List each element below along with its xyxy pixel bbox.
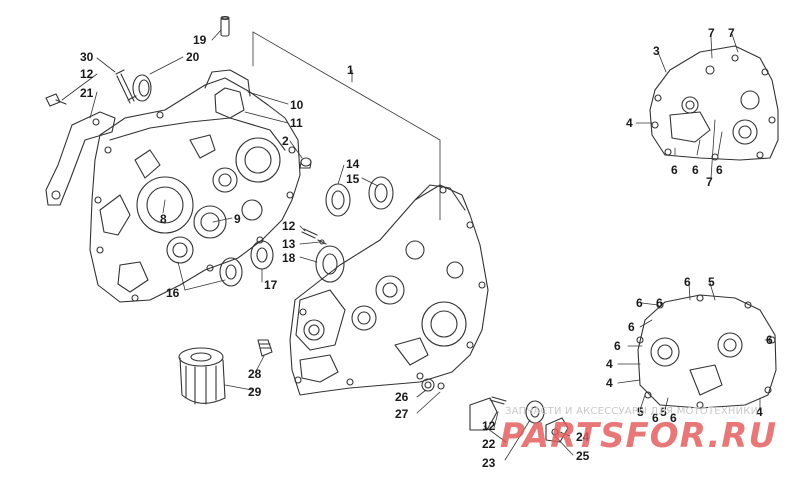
callout-4: 4 bbox=[606, 357, 613, 371]
callout-4: 4 bbox=[626, 116, 633, 130]
callout-19: 19 bbox=[193, 33, 207, 47]
plate-24 bbox=[545, 417, 569, 443]
callout-25: 25 bbox=[576, 449, 590, 463]
callout-17: 17 bbox=[264, 278, 278, 292]
callout-28: 28 bbox=[248, 367, 262, 381]
callout-6: 6 bbox=[766, 333, 773, 347]
callout-24: 24 bbox=[576, 430, 590, 444]
callout-2: 2 bbox=[282, 134, 289, 148]
callout-8: 8 bbox=[160, 212, 167, 226]
callout-18: 18 bbox=[282, 251, 296, 265]
bearing-14-15 bbox=[325, 176, 394, 217]
inset-bottom-right-case bbox=[636, 294, 777, 409]
callout-22: 22 bbox=[482, 437, 496, 451]
callout-12: 12 bbox=[282, 219, 296, 233]
callout-5: 5 bbox=[708, 275, 715, 289]
callout-1: 1 bbox=[347, 63, 354, 77]
seal-23 bbox=[525, 400, 545, 424]
callout-6: 6 bbox=[670, 411, 677, 425]
callout-16: 16 bbox=[166, 286, 180, 300]
callout-6: 6 bbox=[614, 339, 621, 353]
callout-20: 20 bbox=[186, 50, 200, 64]
leader-lines bbox=[61, 29, 771, 461]
callout-3: 3 bbox=[653, 44, 660, 58]
plug-2 bbox=[299, 157, 312, 169]
callout-26: 26 bbox=[395, 390, 409, 404]
inset-top-right-case bbox=[649, 45, 779, 161]
callout-7: 7 bbox=[708, 26, 715, 40]
watermark-logo: PARTSFOR.RU bbox=[500, 416, 778, 456]
callout-6: 6 bbox=[684, 275, 691, 289]
callout-12: 12 bbox=[80, 67, 94, 81]
dowel-pin-19 bbox=[220, 15, 230, 37]
watermark-tagline: ЗАПЧАСТИ И АКСЕССУАРЫ ДЛЯ МОТОТЕХНИКИ bbox=[505, 406, 759, 417]
callout-6: 6 bbox=[628, 320, 635, 334]
nipple-28 bbox=[257, 339, 273, 357]
bolt-12-13 bbox=[301, 228, 327, 245]
callout-6: 6 bbox=[636, 296, 643, 310]
callout-10: 10 bbox=[290, 98, 304, 112]
mount-bracket bbox=[45, 111, 116, 206]
left-crankcase-half bbox=[89, 69, 301, 303]
callout-12: 12 bbox=[482, 419, 496, 433]
callout-29: 29 bbox=[248, 385, 262, 399]
bolt-12-right bbox=[489, 396, 507, 405]
callout-13: 13 bbox=[282, 237, 296, 251]
callout-6: 6 bbox=[716, 163, 723, 177]
callout-5: 5 bbox=[660, 405, 667, 419]
cover-22 bbox=[469, 397, 498, 431]
callout-5: 5 bbox=[637, 405, 644, 419]
callout-6: 6 bbox=[671, 163, 678, 177]
right-crankcase-half bbox=[289, 184, 489, 396]
oil-filter-29 bbox=[178, 347, 226, 405]
callout-6: 6 bbox=[652, 411, 659, 425]
bearing-16 bbox=[219, 257, 243, 287]
oil-seal-20 bbox=[132, 74, 152, 102]
callout-27: 27 bbox=[395, 407, 409, 421]
callout-6: 6 bbox=[692, 163, 699, 177]
callout-4: 4 bbox=[606, 376, 613, 390]
stud-bolt-30 bbox=[115, 69, 137, 104]
callout-6: 6 bbox=[656, 296, 663, 310]
callout-11: 11 bbox=[290, 116, 303, 130]
callout-9: 9 bbox=[234, 212, 241, 226]
plug-26-27 bbox=[421, 378, 445, 392]
callout-7: 7 bbox=[728, 26, 735, 40]
callout-7: 7 bbox=[706, 175, 713, 189]
callout-21: 21 bbox=[80, 86, 94, 100]
bearing-18 bbox=[315, 245, 345, 283]
callout-4: 4 bbox=[756, 405, 763, 419]
callout-15: 15 bbox=[346, 172, 360, 186]
callout-30: 30 bbox=[80, 50, 94, 64]
small-bolt-left bbox=[45, 93, 67, 107]
callout-23: 23 bbox=[482, 456, 496, 470]
bearing-17 bbox=[250, 240, 274, 270]
callout-14: 14 bbox=[346, 157, 360, 171]
